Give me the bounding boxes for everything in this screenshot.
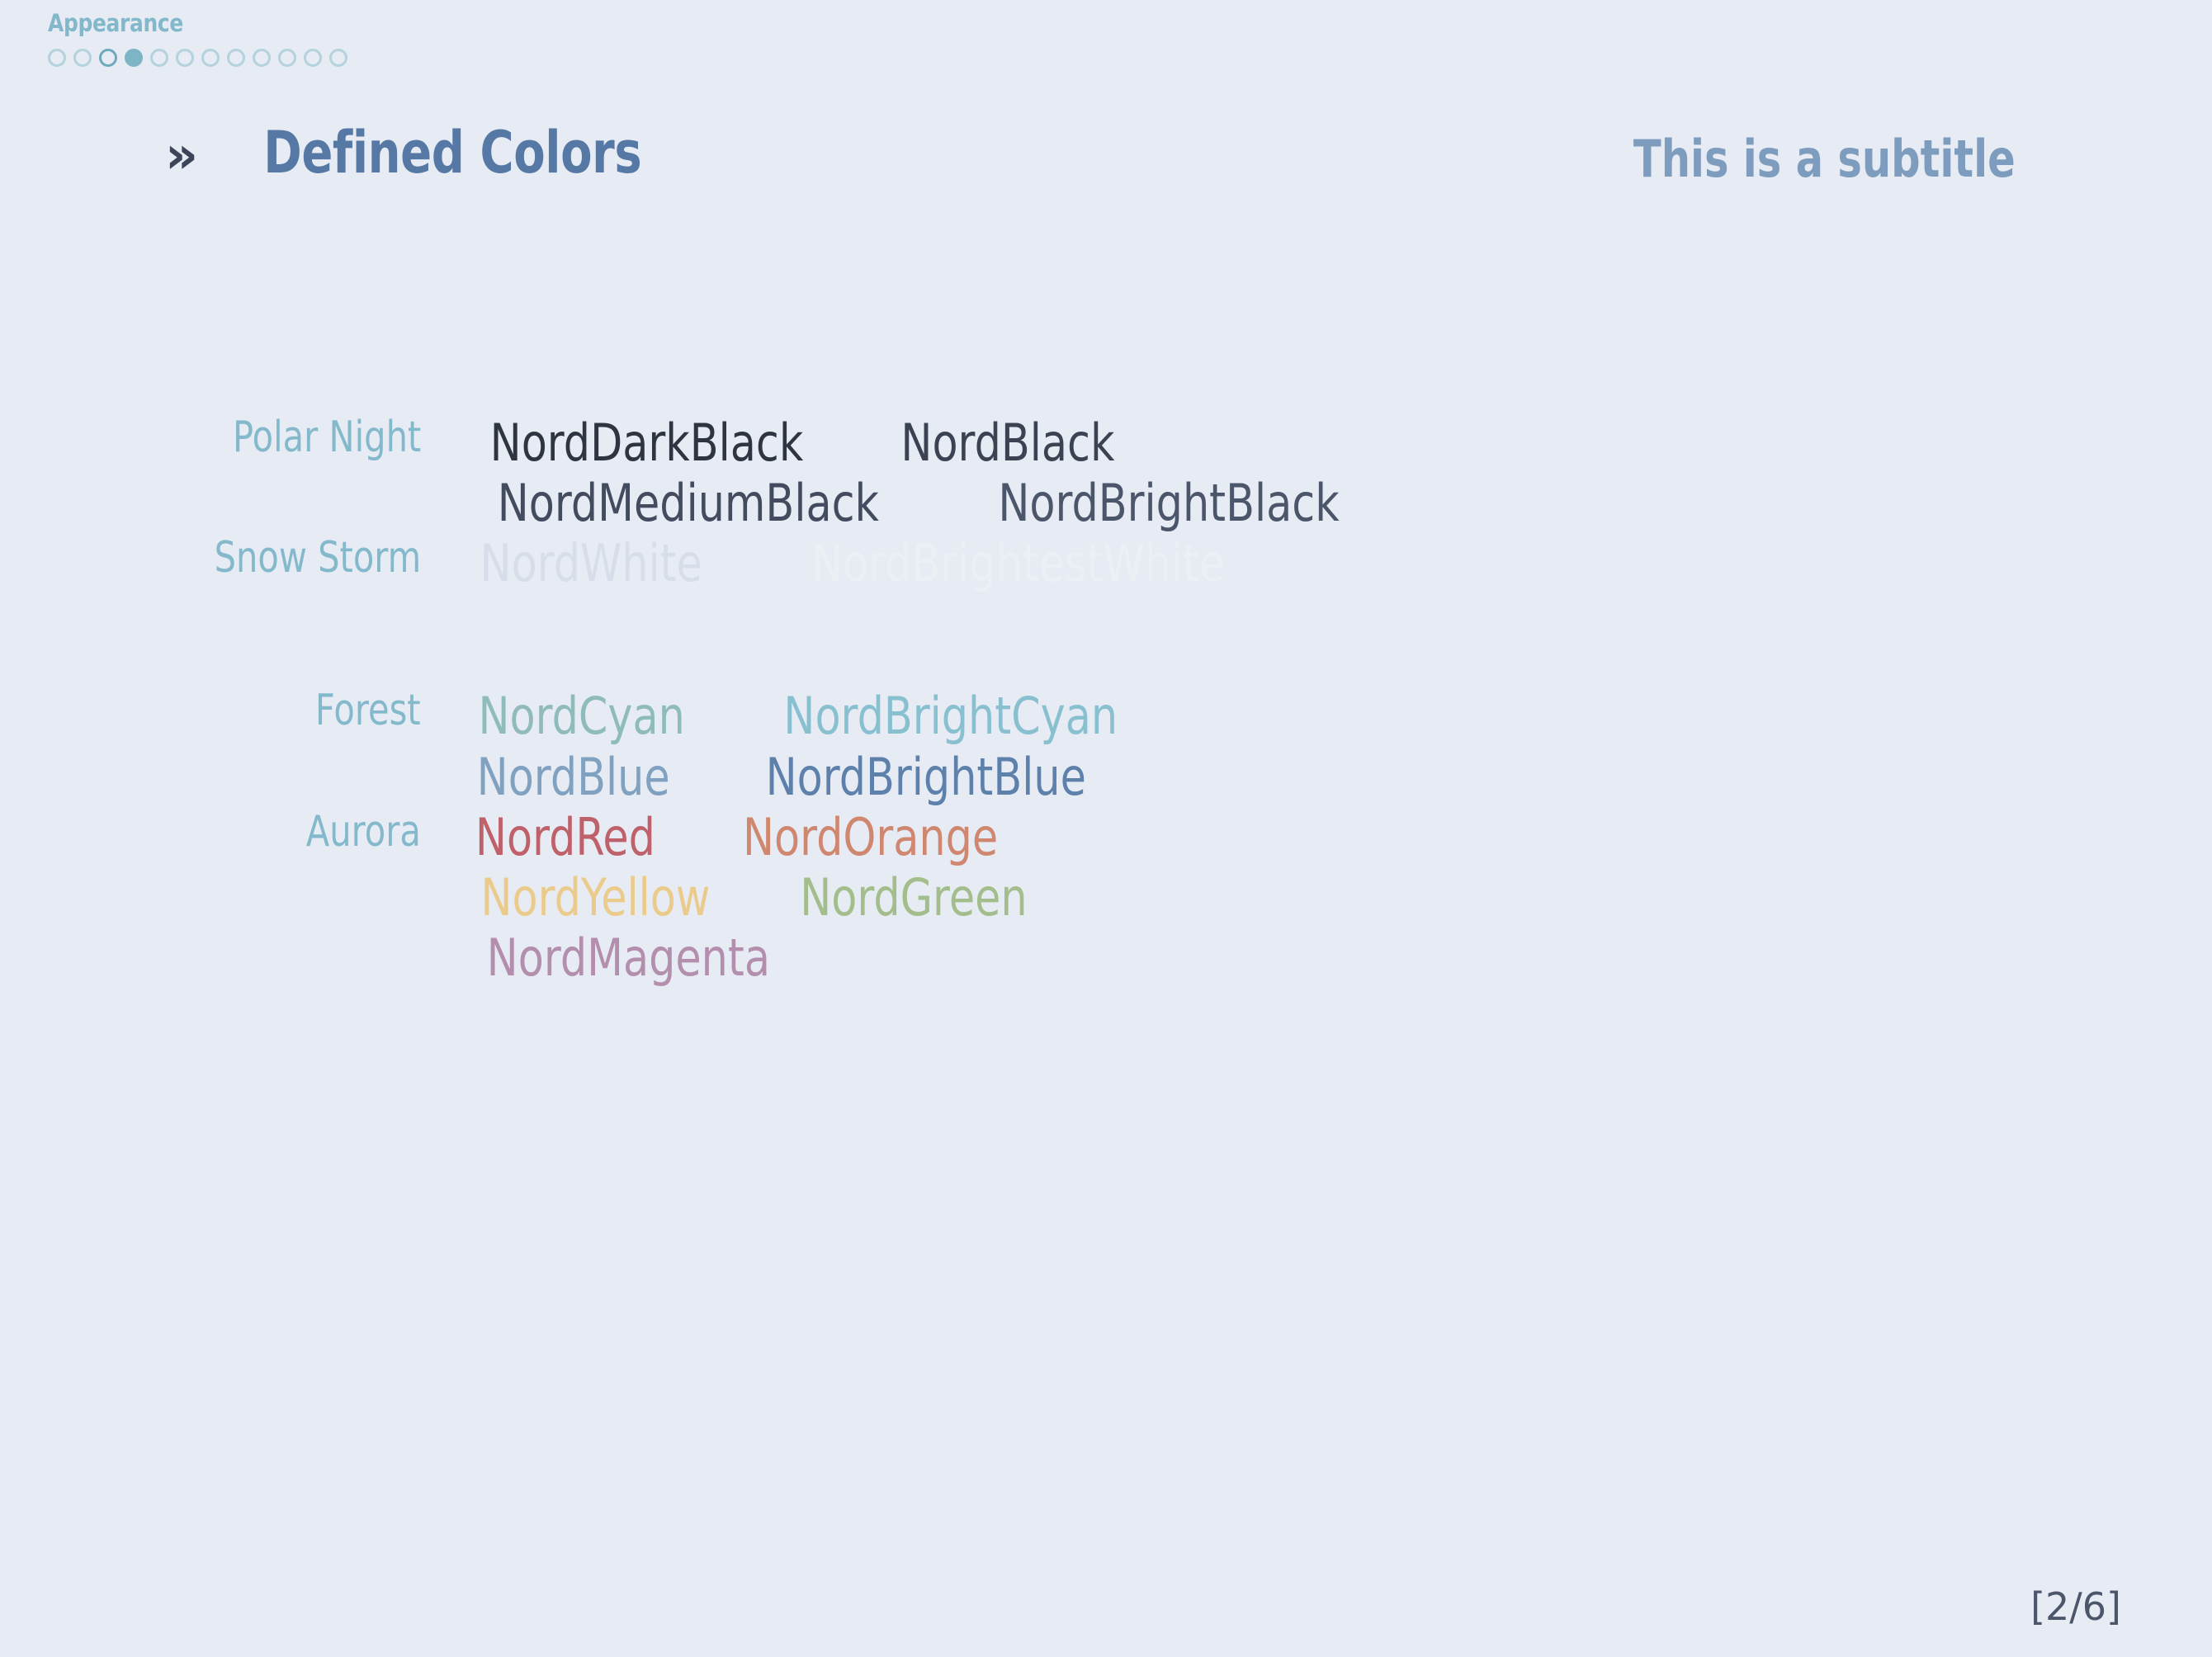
color-swatch-label-NordBrightBlack: NordBrightBlack — [998, 473, 1340, 534]
color-swatch-label-NordCyan: NordCyan — [478, 686, 685, 747]
color-swatch-label-NordGreen: NordGreen — [800, 866, 1028, 928]
progress-dot-8[interactable] — [227, 49, 245, 67]
color-swatch-label-NordBlue: NordBlue — [476, 746, 670, 807]
group-label: Polar Night — [232, 413, 421, 462]
color-swatch-label-NordBlack: NordBlack — [900, 413, 1115, 473]
group-label: Forest — [315, 686, 421, 736]
color-swatch-label-NordWhite: NordWhite — [480, 533, 702, 594]
frame-title-group: » Defined Colors — [165, 124, 689, 182]
progress-dot-12[interactable] — [329, 49, 347, 67]
color-row: NordDarkBlack NordBlack — [456, 413, 2212, 473]
color-swatch-label-NordYellow: NordYellow — [480, 866, 711, 928]
group-label-column: Snow Storm — [0, 533, 421, 583]
color-swatch-label-NordMediumBlack: NordMediumBlack — [497, 473, 879, 534]
progress-dot-4[interactable] — [125, 49, 143, 67]
group-spacer — [0, 593, 2212, 686]
section-indicator: Appearance — [48, 12, 1038, 67]
color-swatch-label-NordMagenta: NordMagenta — [486, 928, 770, 989]
color-row: NordBlue NordBrightBlue — [456, 747, 2212, 807]
color-swatch-label-NordDarkBlack: NordDarkBlack — [489, 413, 804, 473]
chevron-double-right-icon: » — [165, 125, 199, 185]
page-subtitle: This is a subtitle — [1633, 129, 2016, 189]
color-row: NordRed NordOrange — [456, 807, 2212, 867]
color-row: NordMediumBlack NordBrightBlack — [456, 473, 2212, 533]
progress-dot-11[interactable] — [304, 49, 322, 67]
color-row: NordWhite NordBrightestWhite — [456, 533, 2212, 593]
color-swatch-label-NordBrightestWhite: NordBrightestWhite — [811, 533, 1226, 594]
color-swatch-label-NordRed: NordRed — [475, 806, 655, 867]
progress-dot-10[interactable] — [278, 49, 296, 67]
color-swatch-label-NordBrightCyan: NordBrightCyan — [783, 686, 1118, 747]
color-row: NordYellow NordGreen — [456, 867, 2212, 928]
page-title: Defined Colors — [263, 119, 642, 186]
color-row: NordMagenta — [456, 928, 2212, 988]
color-row: NordCyan NordBrightCyan — [456, 686, 2212, 746]
progress-dot-2[interactable] — [73, 49, 92, 67]
color-swatch-label-NordBrightBlue: NordBrightBlue — [765, 746, 1087, 807]
progress-dot-6[interactable] — [176, 49, 194, 67]
page-number: [2/6] — [2030, 1584, 2121, 1629]
group-label-column: Polar Night — [0, 413, 421, 463]
section-name-label: Appearance — [48, 9, 183, 37]
progress-dot-5[interactable] — [150, 49, 168, 67]
progress-dot-3[interactable] — [99, 49, 117, 67]
progress-dot-7[interactable] — [201, 49, 220, 67]
progress-dot-1[interactable] — [48, 49, 66, 67]
group-label-column: Aurora — [0, 807, 421, 857]
group-label: Snow Storm — [214, 533, 421, 583]
progress-dot-9[interactable] — [253, 49, 271, 67]
color-swatch-label-NordOrange: NordOrange — [742, 806, 999, 867]
palette-group-snow-storm: Snow Storm NordWhite NordBrightestWhite — [0, 533, 2212, 593]
slide-progress-dots[interactable] — [48, 49, 1038, 67]
group-rows: NordWhite NordBrightestWhite — [421, 533, 2212, 593]
group-label-column: Forest — [0, 686, 421, 736]
group-label: Aurora — [305, 806, 421, 857]
title-row: » Defined Colors This is a subtitle — [0, 124, 2212, 223]
